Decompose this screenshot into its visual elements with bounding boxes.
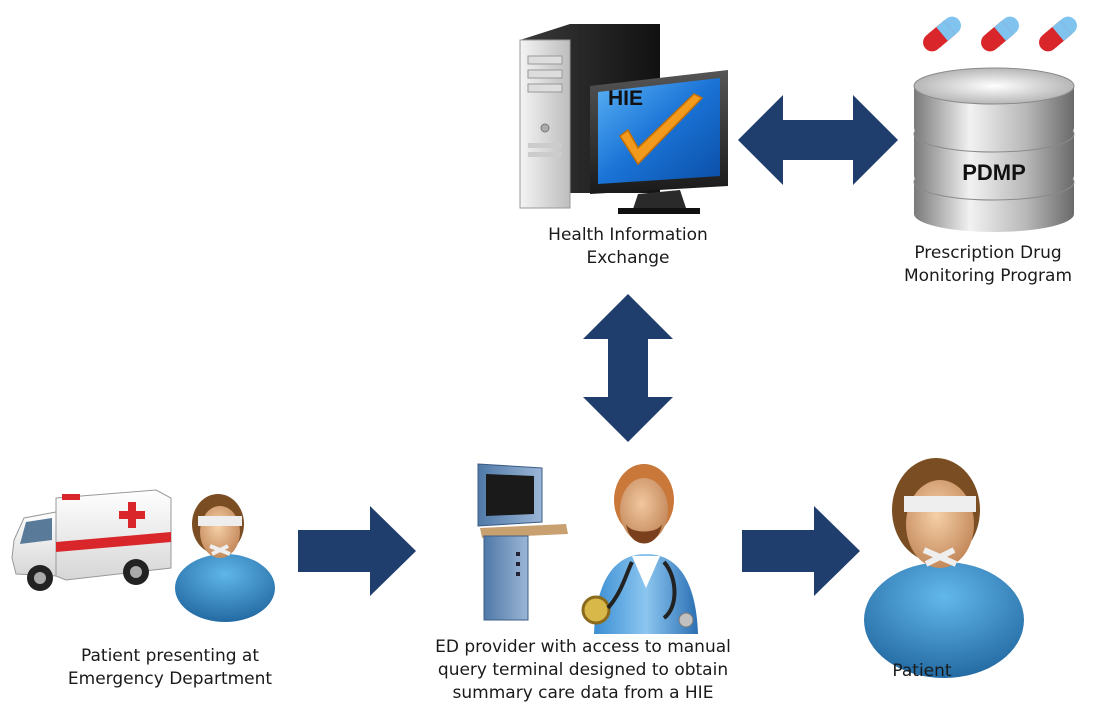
hie-screen-label: HIE: [608, 87, 643, 110]
ed-provider-doctor-icon: [581, 464, 698, 634]
pdmp-db-label: PDMP: [962, 160, 1026, 185]
provider-caption-line-1: ED provider with access to manual: [435, 637, 731, 657]
provider-caption: ED provider with access to manual query …: [418, 636, 748, 705]
hie-provider-double-arrow: [583, 294, 673, 442]
provider-to-patient-arrow: [742, 506, 860, 596]
pdmp-database-icon: PDMP: [913, 67, 1075, 232]
pdmp-caption-line-2: Monitoring Program: [903, 266, 1073, 286]
hie-caption: Health Information Exchange: [518, 224, 738, 270]
patient-ed-caption: Patient presenting at Emergency Departme…: [50, 645, 290, 691]
pdmp-caption-line-1: Prescription Drug: [914, 243, 1062, 263]
provider-caption-line-3: summary care data from a HIE: [452, 683, 714, 703]
patient-ed-avatar-icon: [175, 494, 275, 622]
query-terminal-kiosk-icon: [477, 463, 568, 621]
hie-computer-icon: HIE: [519, 24, 728, 214]
hie-pdmp-double-arrow: [738, 95, 898, 185]
patient-to-provider-arrow: [298, 506, 416, 596]
hie-caption-line-2: Exchange: [586, 248, 670, 268]
pills-icon: [923, 16, 1077, 52]
patient-caption-line-1: Patient: [892, 661, 952, 681]
provider-caption-line-2: query terminal designed to obtain: [437, 660, 729, 680]
pdmp-caption: Prescription Drug Monitoring Program: [883, 242, 1093, 288]
patient-avatar-icon: [864, 458, 1024, 678]
ambulance-icon: [11, 489, 172, 591]
hie-caption-line-1: Health Information: [548, 225, 708, 245]
patient-ed-caption-line-1: Patient presenting at: [81, 646, 259, 666]
patient-caption: Patient: [862, 660, 982, 683]
patient-ed-caption-line-2: Emergency Department: [67, 669, 273, 689]
